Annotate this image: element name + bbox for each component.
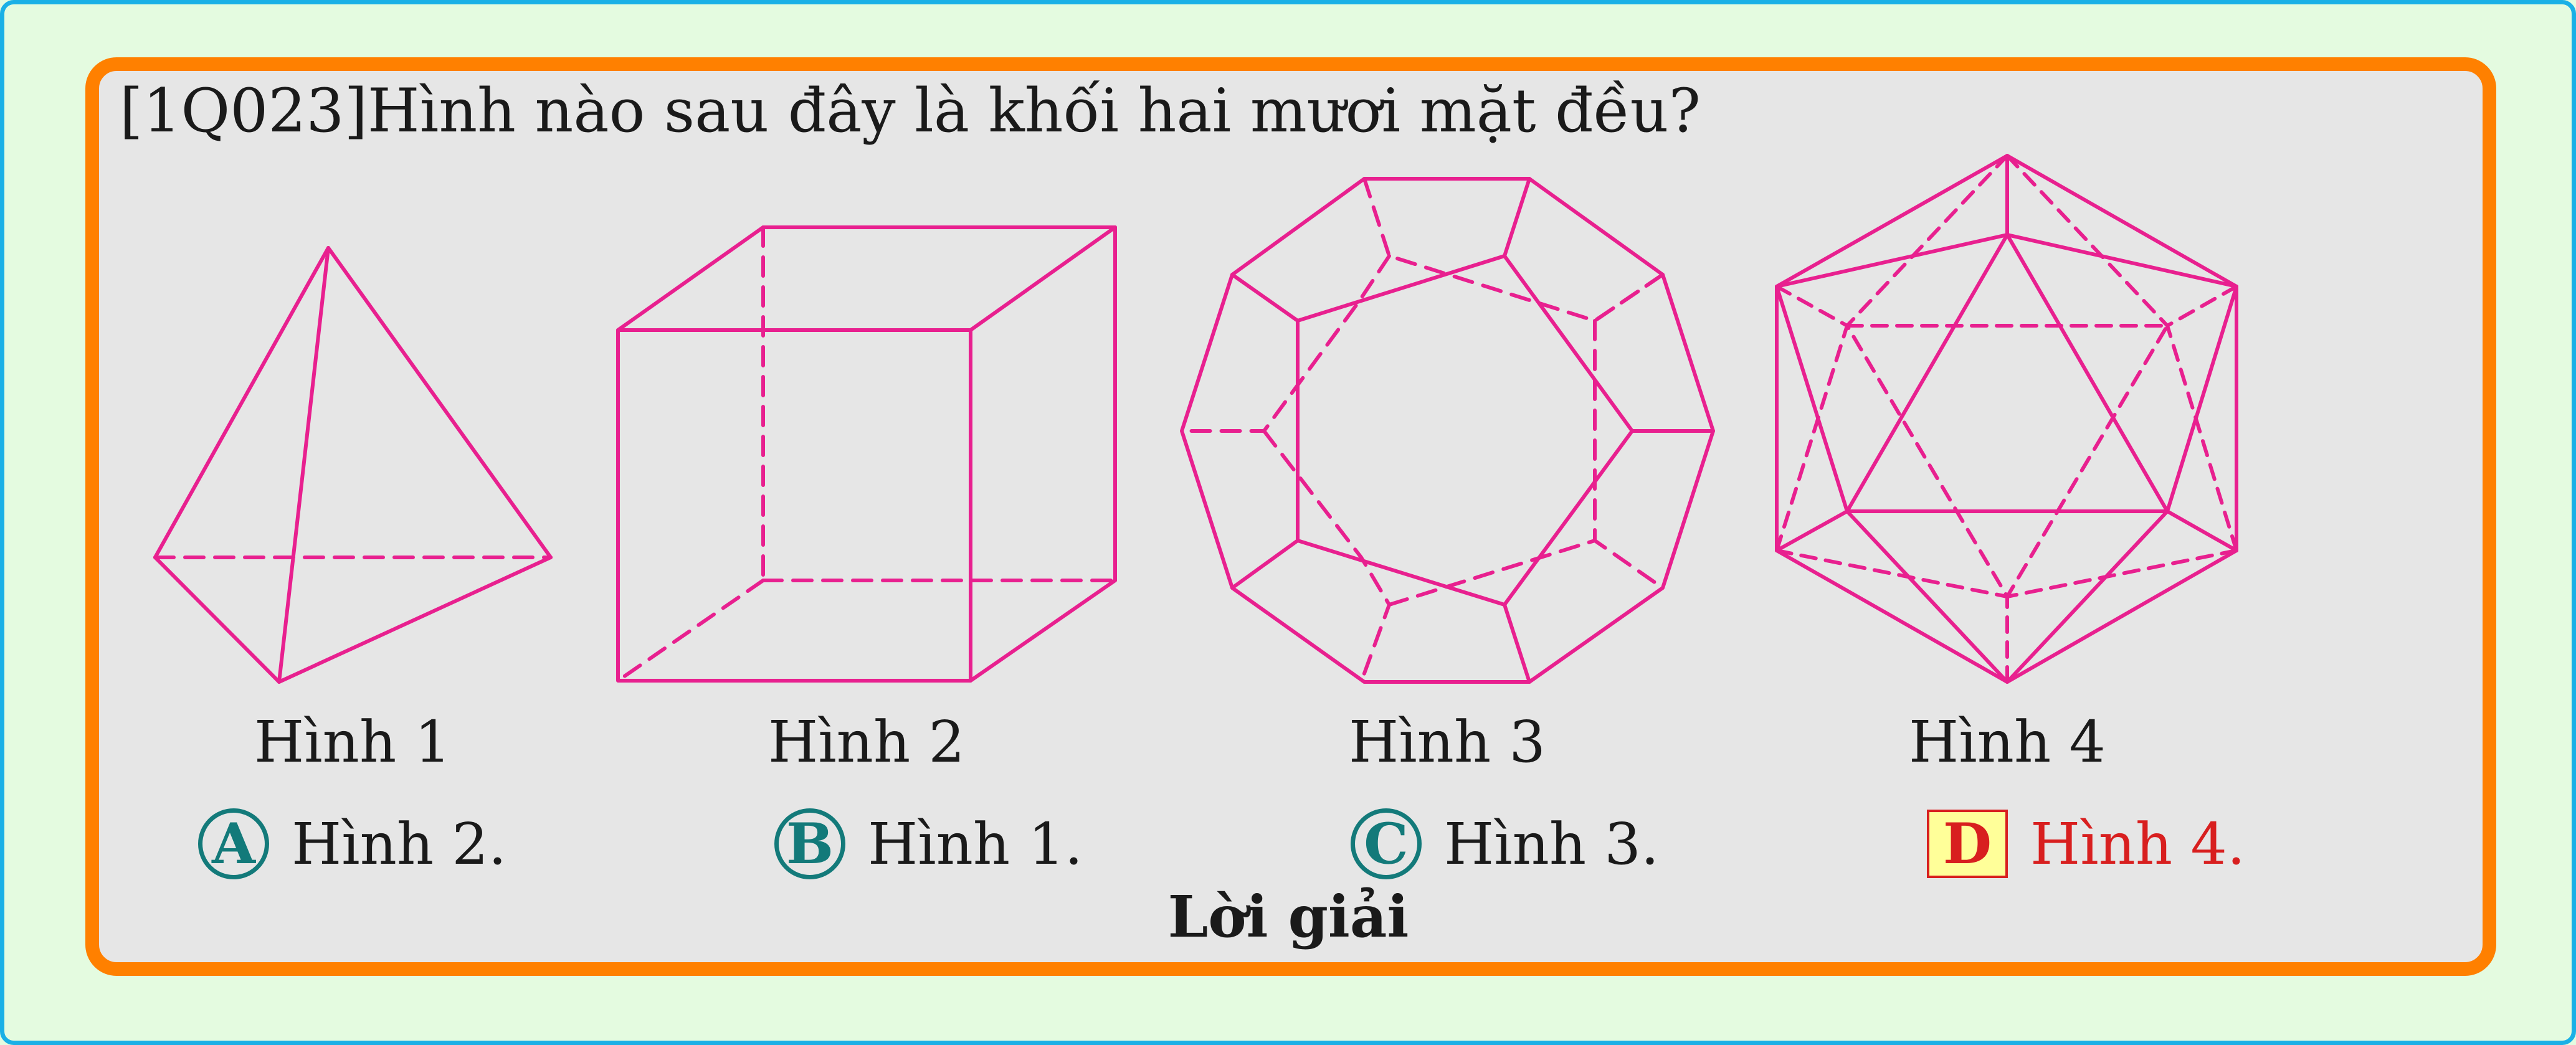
option-a-text: Hình 2. <box>292 810 507 877</box>
option-c[interactable]: C Hình 3. <box>1351 803 1659 884</box>
dodecahedron-figure <box>1180 177 1715 684</box>
option-d-badge: D <box>1927 810 2008 878</box>
option-c-badge: C <box>1351 808 1422 879</box>
cube-figure <box>616 225 1117 683</box>
tetrahedron-figure <box>153 246 553 684</box>
option-b[interactable]: B Hình 1. <box>774 803 1083 884</box>
option-b-badge: B <box>774 808 845 879</box>
question-card <box>85 57 2496 976</box>
figure-4-caption: Hình 4 <box>1909 709 2106 775</box>
option-a[interactable]: A Hình 2. <box>198 803 506 884</box>
figure-3-caption: Hình 3 <box>1349 709 1546 775</box>
option-c-text: Hình 3. <box>1444 810 1660 877</box>
option-b-text: Hình 1. <box>868 810 1083 877</box>
icosahedron-figure <box>1775 154 2238 684</box>
option-a-badge: A <box>198 808 269 879</box>
figure-1-caption: Hình 1 <box>254 709 451 775</box>
option-d-text: Hình 4. <box>2030 810 2246 877</box>
figure-2-caption: Hình 2 <box>768 709 965 775</box>
option-d[interactable]: D Hình 4. <box>1927 803 2245 884</box>
question-text: [1Q023]Hình nào sau đây là khối hai mươi… <box>120 76 1701 146</box>
solution-heading: Lời giải <box>1167 883 1409 950</box>
